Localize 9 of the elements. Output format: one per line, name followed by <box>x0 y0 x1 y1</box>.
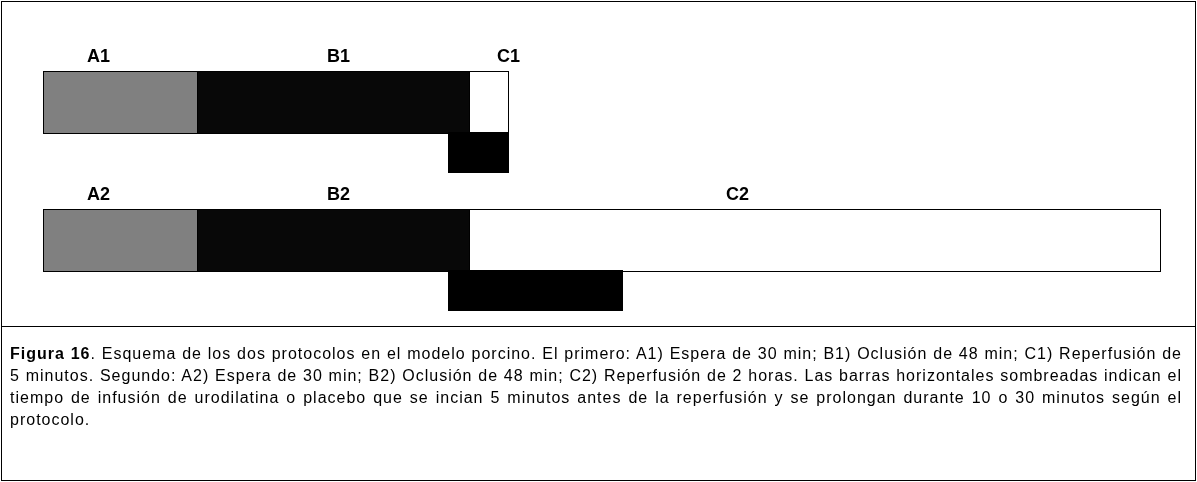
period-label: A2 <box>87 183 110 205</box>
period-label: C2 <box>726 183 749 205</box>
figure-caption: Figura 16. Esquema de los dos protocolos en el modelo porcino. El primero: A1) Espera de 30 min; B1) Oclusión de 48 min; C1) Reperfusión de 5 minutos. Segundo: A2) Espera de 30 min; B2) Oclusión de 48 min; C2) Reperfusión de 2 horas. Las barras horizontales sombreadas indican el tiempo de infusión de urodilatina o placebo que se incian 5 minutos antes de la reperfusión y se prolongan durante 10 o 30 minutos según el protocolo. <box>10 344 1182 430</box>
period-label: A1 <box>87 45 110 67</box>
infusion-bar <box>448 132 509 173</box>
period-label: C1 <box>497 45 520 67</box>
period-label: B2 <box>327 183 350 205</box>
infusion-bar <box>448 270 623 311</box>
period-label: B1 <box>327 45 350 67</box>
